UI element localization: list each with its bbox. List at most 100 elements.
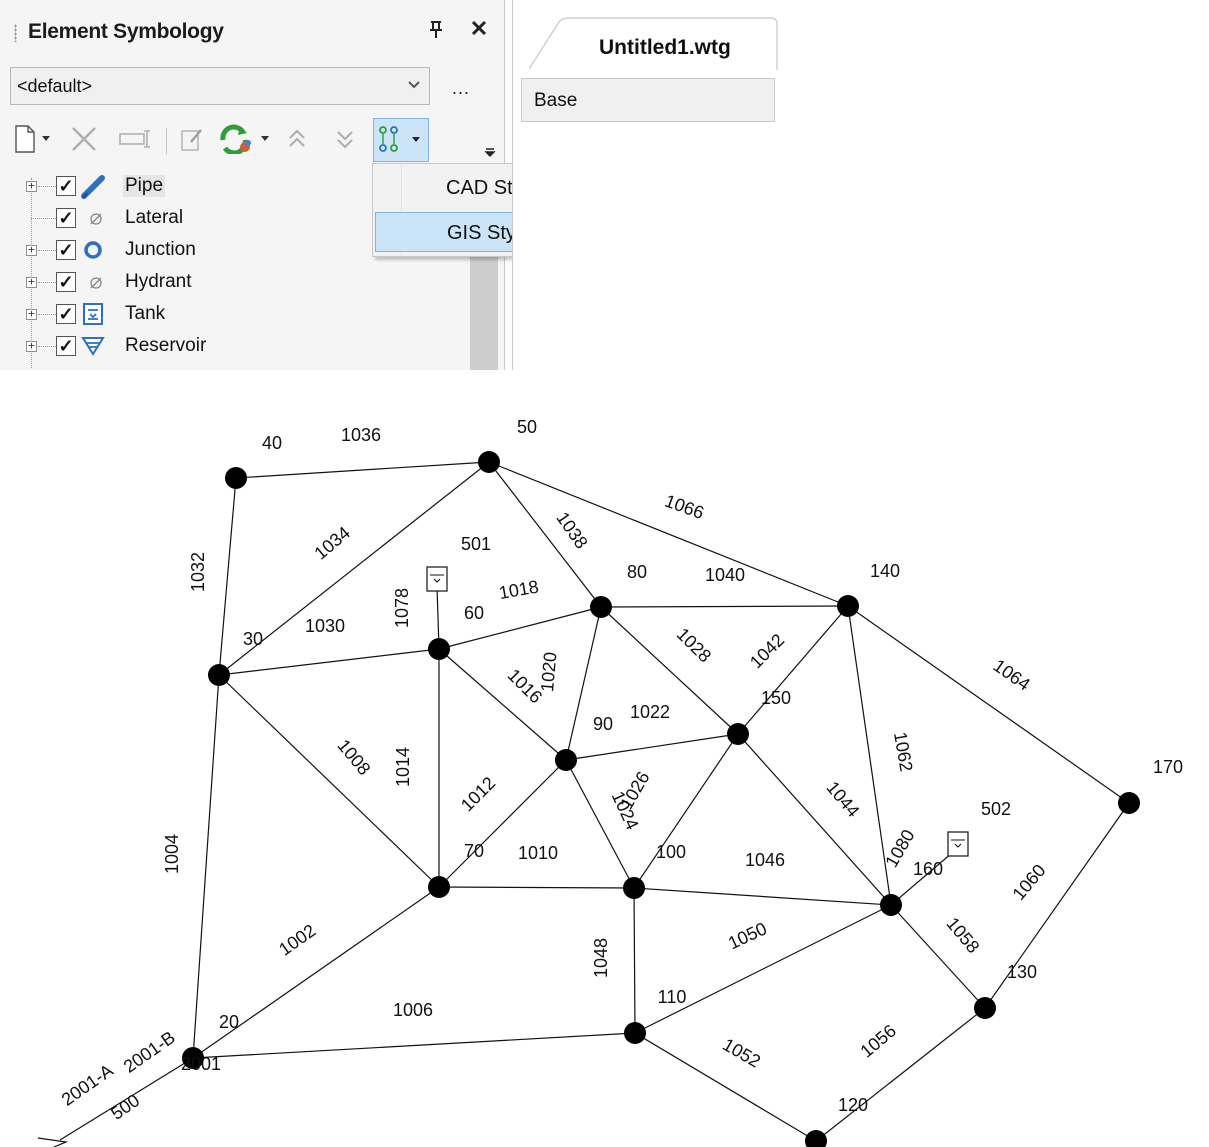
junction-40[interactable] — [225, 467, 247, 489]
reservoir-connector-pipe[interactable] — [59, 1057, 194, 1141]
close-icon[interactable] — [470, 16, 488, 44]
move-down-icon[interactable] — [330, 124, 360, 154]
pipe-1032[interactable] — [218, 477, 237, 676]
pin-icon[interactable] — [428, 20, 444, 45]
expand-icon[interactable]: + — [26, 180, 37, 192]
pipe-1056[interactable] — [815, 1007, 986, 1142]
node-label: 30 — [243, 629, 263, 649]
pipe-label: 1050 — [725, 918, 770, 953]
tree-connector — [38, 346, 56, 347]
junction-170[interactable] — [1118, 792, 1140, 814]
junction-20[interactable] — [182, 1047, 204, 1069]
junction-70[interactable] — [428, 876, 450, 898]
junction-90[interactable] — [555, 749, 577, 771]
pipe-1030[interactable] — [218, 648, 440, 676]
expand-icon[interactable]: + — [26, 276, 37, 288]
junction-60[interactable] — [428, 638, 450, 660]
pipe-1062[interactable] — [847, 605, 892, 906]
tab-untitled1[interactable]: Untitled1.wtg — [529, 12, 779, 70]
tree-item-lateral[interactable]: ✓ Lateral — [0, 202, 470, 234]
drag-grip-icon[interactable] — [14, 24, 17, 42]
expand-icon[interactable]: + — [26, 244, 37, 256]
junction-100[interactable] — [623, 877, 645, 899]
pipe-1016[interactable] — [438, 648, 567, 761]
pipe-1010[interactable] — [438, 886, 635, 889]
junction-130[interactable] — [974, 997, 996, 1019]
tree-connector — [38, 186, 56, 187]
pipe-1018[interactable] — [438, 606, 602, 650]
pipe-1036[interactable] — [235, 461, 490, 479]
junction-140[interactable] — [837, 595, 859, 617]
ui-strip: Element Symbology <default> ... — [0, 0, 778, 370]
symbology-style-button[interactable] — [373, 118, 429, 162]
pipe-1022[interactable] — [565, 733, 739, 761]
move-up-icon[interactable] — [282, 124, 312, 154]
reservoir-label: 500 — [107, 1090, 143, 1124]
delete-icon[interactable] — [66, 124, 102, 154]
pipe-1040[interactable] — [600, 605, 849, 608]
pipe-1048[interactable] — [633, 887, 636, 1034]
pipe-1028[interactable] — [600, 606, 739, 735]
pipe-1034[interactable] — [218, 461, 490, 676]
reservoir-checkbox[interactable]: ✓ — [56, 336, 76, 356]
tree-item-pipe[interactable]: + ✓ Pipe — [0, 170, 470, 202]
pipe-1020[interactable] — [565, 606, 602, 761]
tree-item-reservoir[interactable]: + ✓ Reservoir — [0, 330, 470, 362]
refresh-icon[interactable] — [214, 124, 256, 154]
pipe-1046[interactable] — [633, 887, 892, 906]
pipe-1064[interactable] — [847, 605, 1130, 804]
pipe-1026[interactable] — [633, 733, 739, 889]
tank-160-icon[interactable] — [947, 831, 969, 857]
pipe-1044[interactable] — [737, 733, 892, 906]
tanks-layer — [426, 566, 969, 857]
symbology-selector[interactable]: <default> — [10, 67, 430, 105]
panel-title: Element Symbology — [28, 20, 224, 43]
pipe-1008[interactable] — [218, 674, 440, 888]
pipe-1066[interactable] — [488, 461, 849, 607]
panel-header: Element Symbology — [0, 10, 504, 58]
tree-connector — [38, 314, 56, 315]
junction-50[interactable] — [478, 451, 500, 473]
expand-icon[interactable]: + — [26, 308, 37, 320]
junction-30[interactable] — [208, 664, 230, 686]
tree-connector — [38, 282, 56, 283]
junction-110[interactable] — [624, 1022, 646, 1044]
junction-120[interactable] — [805, 1130, 827, 1147]
new-dropdown-arrow-icon[interactable] — [40, 124, 52, 154]
pipe-1012[interactable] — [438, 759, 567, 888]
junction-checkbox[interactable]: ✓ — [56, 240, 76, 260]
tank-connector-pipe[interactable] — [890, 852, 953, 906]
tank-60-icon[interactable] — [426, 566, 448, 592]
tree-item-hydrant[interactable]: + ✓ Hydrant — [0, 266, 470, 298]
junction-80[interactable] — [590, 596, 612, 618]
pipe-1002[interactable] — [192, 886, 440, 1059]
pipe-1004[interactable] — [192, 674, 220, 1059]
refresh-dropdown-arrow-icon[interactable] — [258, 124, 272, 154]
hydrant-checkbox[interactable]: ✓ — [56, 272, 76, 292]
pipe-1024[interactable] — [565, 759, 635, 889]
tree-item-junction[interactable]: + ✓ Junction — [0, 234, 470, 266]
pipe-1038[interactable] — [488, 461, 602, 608]
pipe-1052[interactable] — [634, 1032, 817, 1142]
edit-icon[interactable] — [176, 124, 208, 154]
tank-checkbox[interactable]: ✓ — [56, 304, 76, 324]
pipe-1050[interactable] — [634, 904, 892, 1034]
junction-150[interactable] — [727, 723, 749, 745]
pipe-label: 1056 — [856, 1021, 900, 1062]
pipe-checkbox[interactable]: ✓ — [56, 176, 76, 196]
scenario-bar[interactable]: Base — [521, 78, 775, 122]
pipe-1058[interactable] — [890, 904, 986, 1009]
pipe-1060[interactable] — [984, 802, 1130, 1009]
pipe-1006[interactable] — [192, 1032, 636, 1059]
expand-icon[interactable]: + — [26, 340, 37, 352]
junction-160[interactable] — [880, 894, 902, 916]
reservoir-icon[interactable] — [37, 1137, 69, 1147]
lateral-checkbox[interactable]: ✓ — [56, 208, 76, 228]
tree-item-tank[interactable]: + ✓ Tank — [0, 298, 470, 330]
pipe-1042[interactable] — [737, 605, 849, 735]
new-icon[interactable] — [12, 124, 40, 154]
rename-icon[interactable] — [114, 124, 154, 154]
more-options-button[interactable]: ... — [452, 78, 471, 98]
toolbar-overflow-icon[interactable] — [484, 146, 496, 161]
